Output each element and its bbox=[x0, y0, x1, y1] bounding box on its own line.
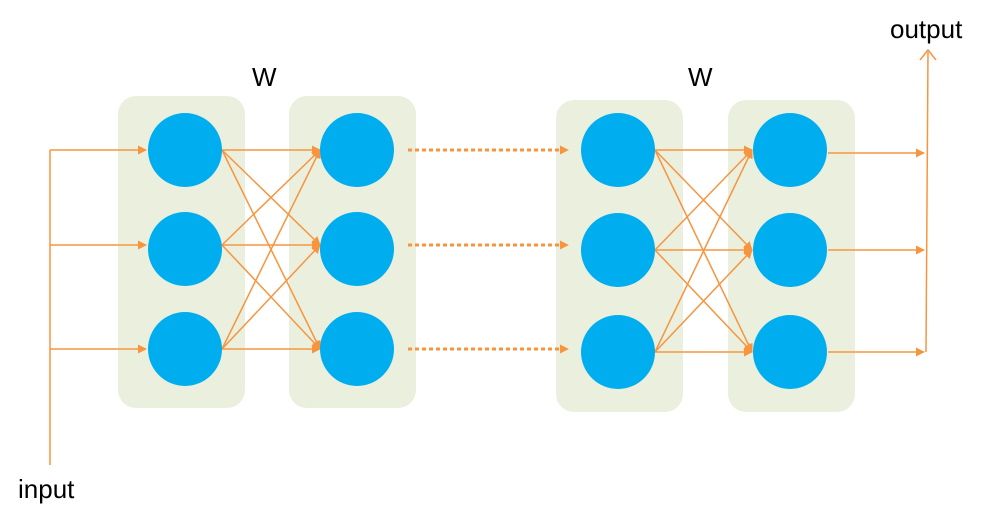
output-arrowhead bbox=[919, 48, 937, 61]
node-l2-2 bbox=[320, 212, 394, 286]
node-l1-3 bbox=[148, 312, 222, 386]
node-l4-3 bbox=[753, 315, 827, 389]
node-l2-1 bbox=[320, 113, 394, 187]
weights-right bbox=[654, 145, 753, 357]
node-l3-3 bbox=[581, 315, 655, 389]
node-l1-1 bbox=[148, 113, 222, 187]
weight-label-right: W bbox=[688, 62, 713, 92]
node-l3-2 bbox=[581, 213, 655, 287]
node-l4-2 bbox=[753, 213, 827, 287]
weights-left bbox=[221, 145, 321, 354]
node-l1-2 bbox=[148, 212, 222, 286]
dotted-connections bbox=[408, 145, 569, 354]
output-label: output bbox=[890, 14, 963, 44]
input-label: input bbox=[18, 474, 75, 504]
node-l3-1 bbox=[581, 113, 655, 187]
node-l4-1 bbox=[753, 113, 827, 187]
weight-label-left: W bbox=[252, 62, 277, 92]
output-trunk bbox=[925, 51, 929, 353]
node-l2-3 bbox=[320, 312, 394, 386]
